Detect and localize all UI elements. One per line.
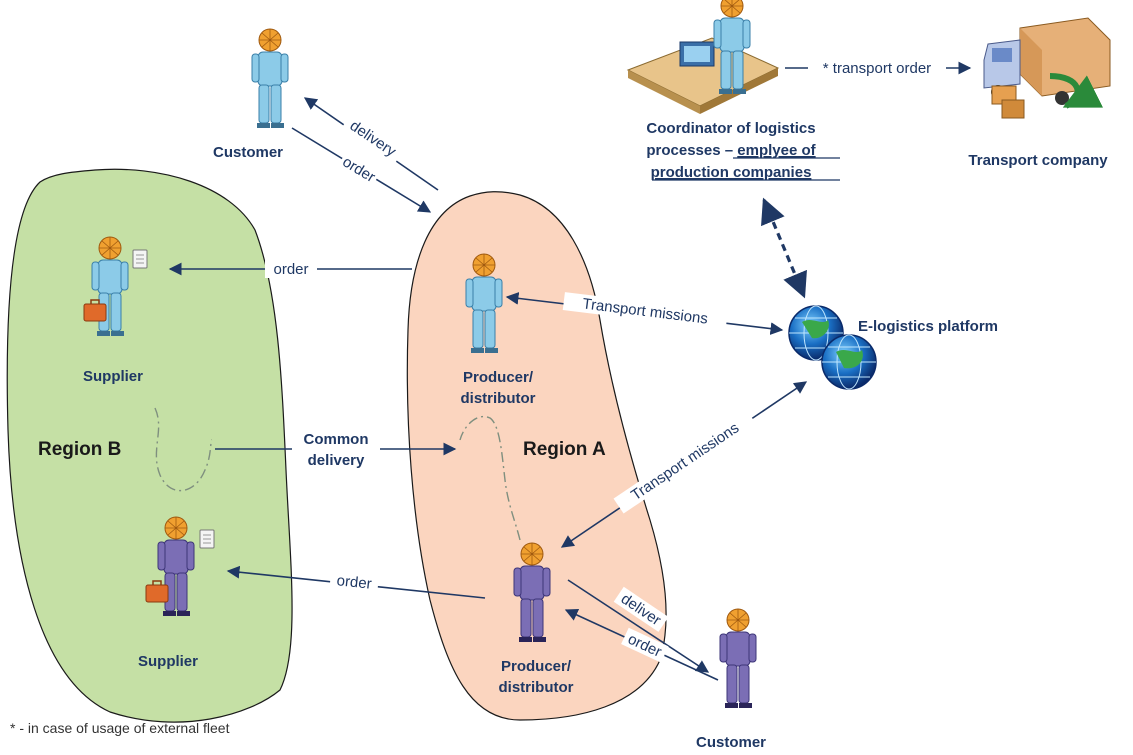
- order-customer-top-label-group: order: [337, 151, 381, 188]
- customer-bottom-label: Customer: [696, 734, 766, 751]
- producer-bottom-label-line2: distributor: [499, 679, 574, 696]
- supplier-bottom-label: Supplier: [138, 653, 198, 670]
- region-b-label: Region B: [38, 439, 121, 460]
- transport-truck-icon: [983, 17, 1111, 119]
- e-logistics-globe-icon: [788, 305, 877, 390]
- transport-missions-bottom-label-group: Transport missions: [613, 409, 757, 514]
- coordinator-platform-link: [761, 197, 807, 299]
- coordinator-label-line3: production companies: [651, 164, 812, 181]
- producer-top-label-line1: Producer/: [463, 369, 534, 386]
- transport-order-label: * transport order: [823, 60, 931, 77]
- customer-top-label: Customer: [213, 144, 283, 161]
- order-supplier-top-label-group: order: [265, 260, 317, 278]
- common-delivery-label-line2: delivery: [308, 452, 365, 469]
- producer-bottom-label-line1: Producer/: [501, 658, 572, 675]
- supplier-top-clipboard-icon: [132, 249, 148, 269]
- common-delivery-label-group: Common delivery: [292, 428, 380, 470]
- common-delivery-route-a: [459, 415, 521, 541]
- transport-order-label-group: * transport order: [808, 59, 946, 77]
- coordinator-label-line2b: emplyee of: [737, 142, 816, 159]
- common-delivery-label-line1: Common: [304, 431, 369, 448]
- delivery-label: delivery: [347, 117, 400, 160]
- deliver-arrow: [567, 579, 710, 673]
- customer-bottom-person-icon: [719, 608, 757, 709]
- footnote: * - in case of usage of external fleet: [10, 720, 230, 736]
- coordinator-label-line2a: processes –: [646, 142, 737, 159]
- platform-label: E-logistics platform: [858, 318, 998, 335]
- order-supplier-bottom-label: order: [336, 572, 373, 593]
- region-b-area: [6, 168, 293, 723]
- region-a-area: [406, 191, 667, 721]
- supplier-bottom-clipboard-icon: [199, 529, 215, 549]
- order-supplier-top-label: order: [273, 261, 308, 278]
- region-a-label: Region A: [523, 439, 606, 460]
- transport-company-label: Transport company: [968, 152, 1108, 169]
- coordinator-label-line2: processes – emplyee of: [646, 142, 816, 159]
- common-delivery-route-b: [154, 407, 213, 492]
- coordinator-desk-icon: [626, 0, 780, 114]
- order-customer-top-label: order: [339, 153, 378, 186]
- producer-top-label-line2: distributor: [461, 390, 536, 407]
- coordinator-label-line1: Coordinator of logistics: [646, 120, 815, 137]
- supplier-top-label: Supplier: [83, 368, 143, 385]
- transport-missions-bottom-label: Transport missions: [628, 419, 742, 504]
- order-supplier-bottom-label-group: order: [329, 570, 380, 594]
- customer-top-person-icon: [251, 28, 289, 129]
